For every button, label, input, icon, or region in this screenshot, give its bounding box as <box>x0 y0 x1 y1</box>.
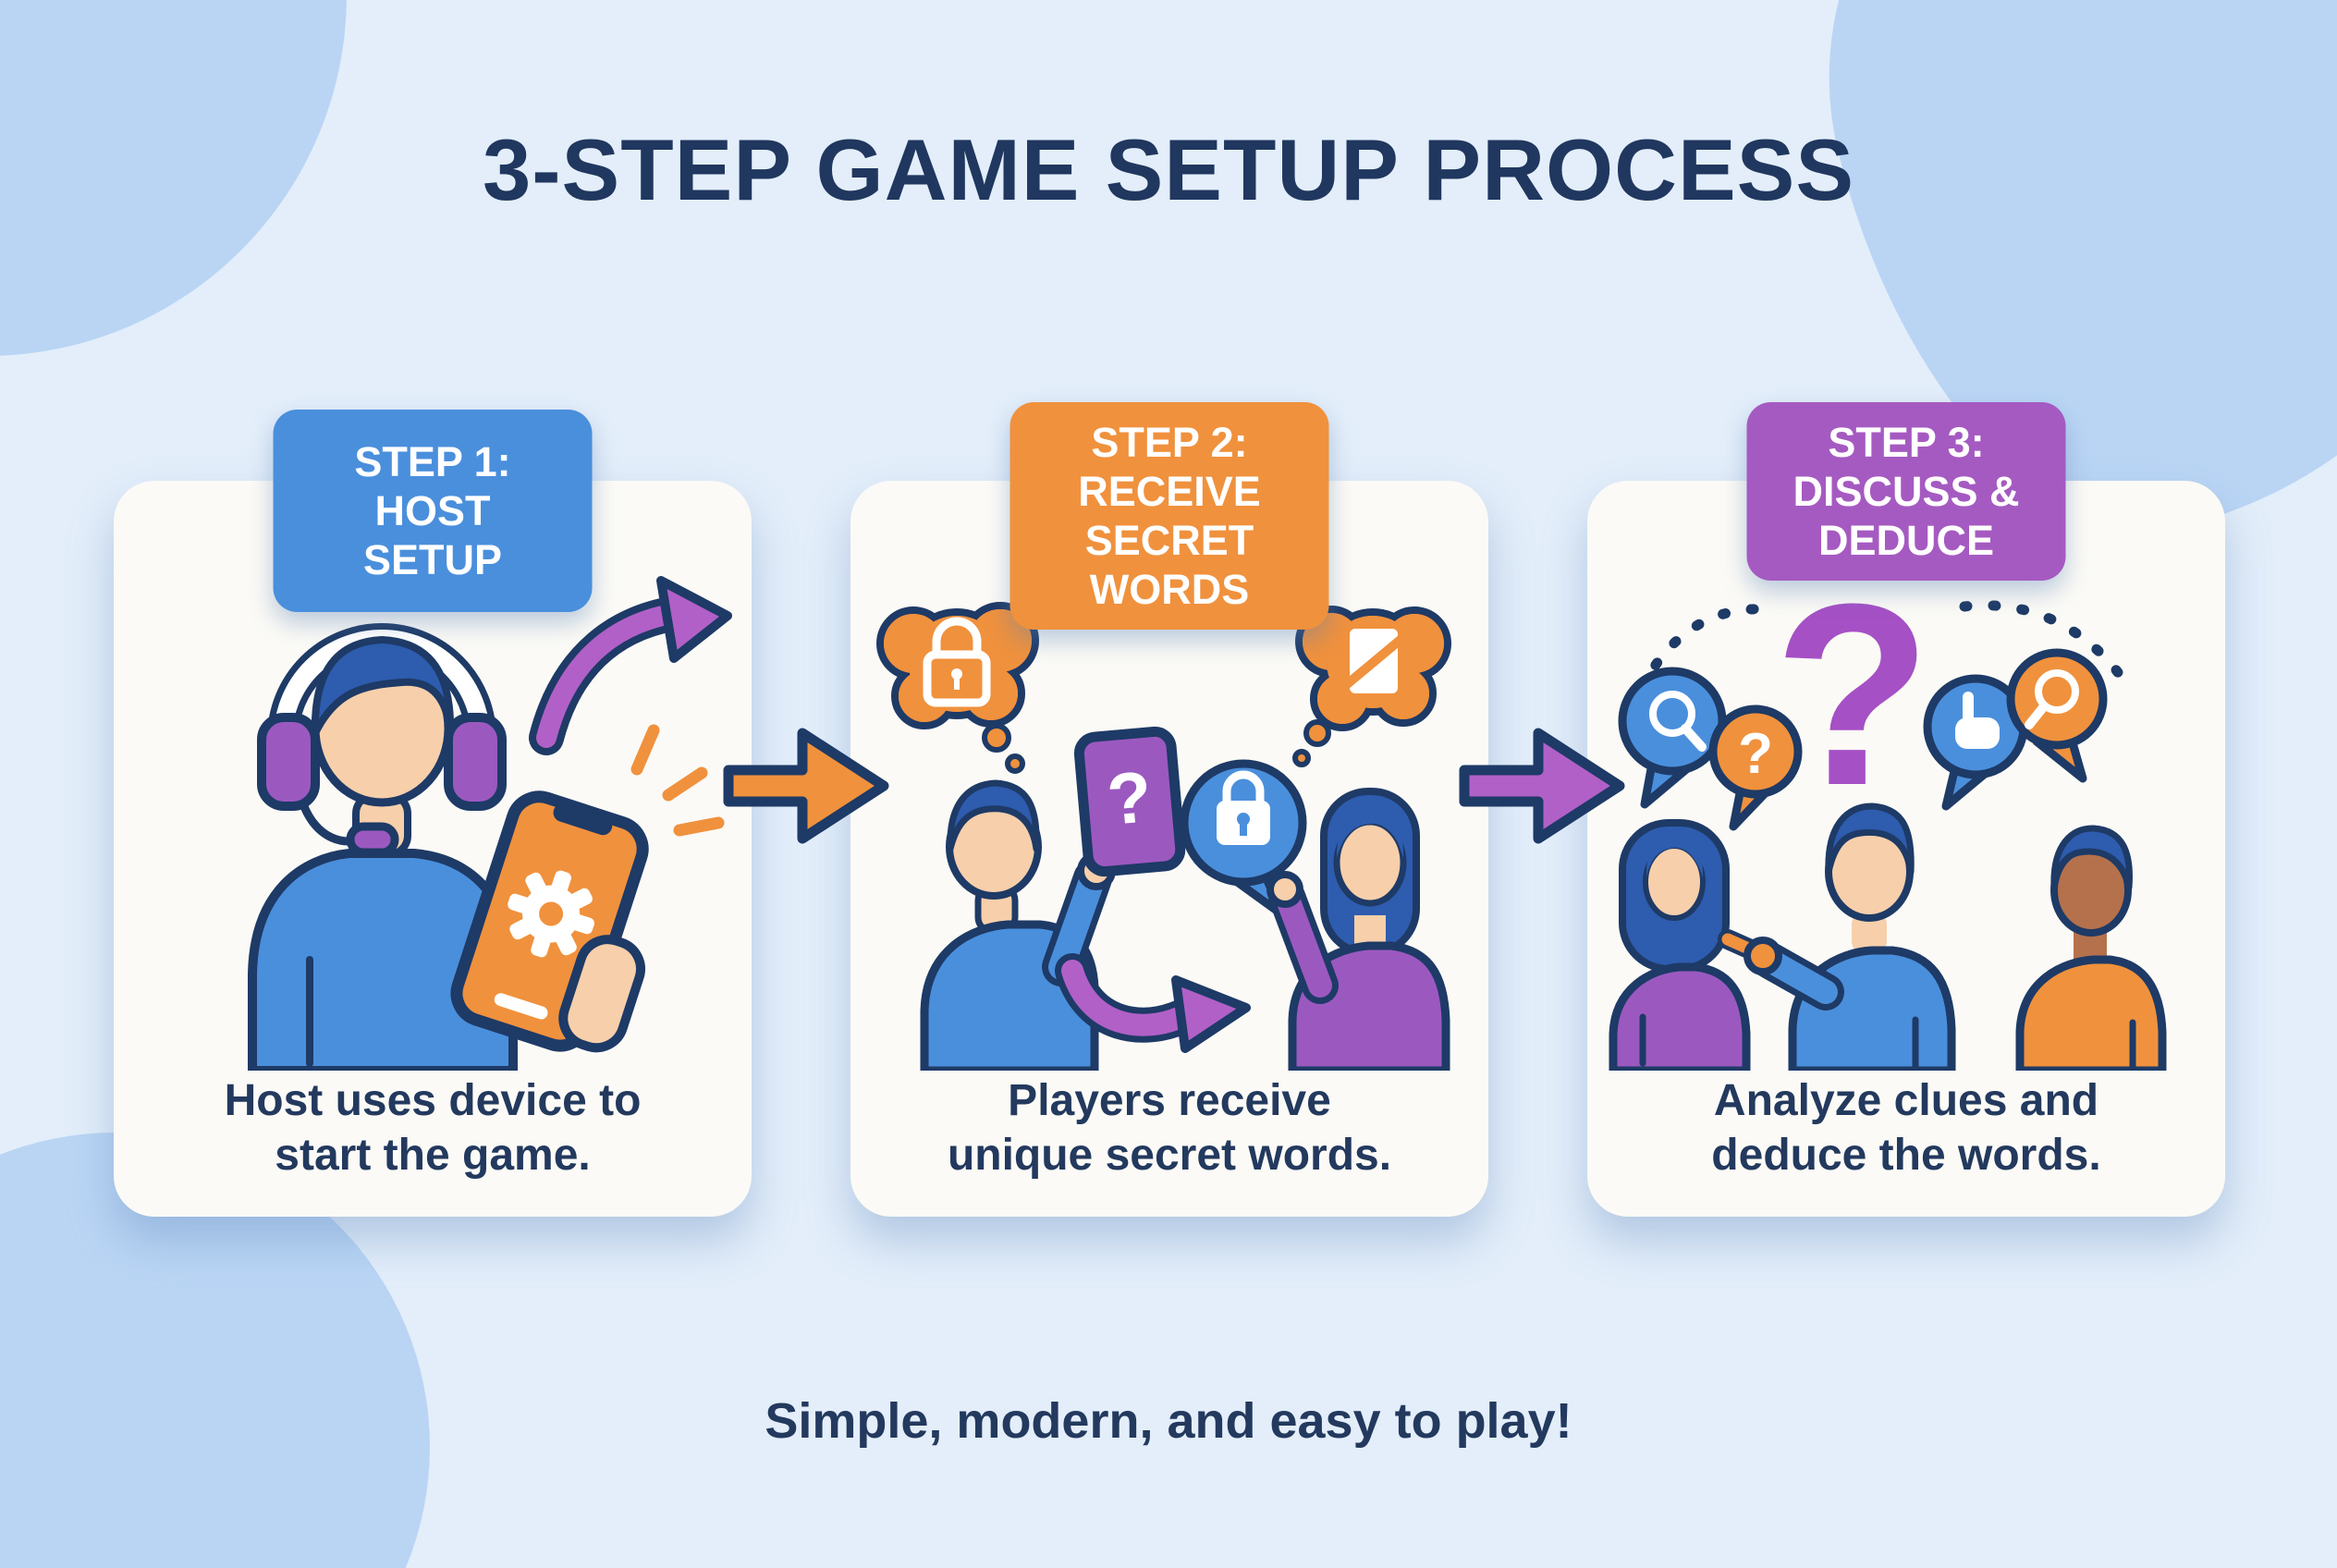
big-question-mark: ? <box>1773 553 1931 839</box>
arrow-step2-to-step3-icon <box>1459 728 1625 844</box>
secret-word-card: ? <box>1073 726 1186 877</box>
step-1-card: STEP 1: HOST SETUP <box>114 410 752 1217</box>
step-2-caption: Players receive unique secret words. <box>947 1075 1392 1181</box>
speech-bubble-hand-icon <box>1923 674 2028 811</box>
step-1-caption: Host uses device to start the game. <box>224 1075 642 1181</box>
step-3-caption: Analyze clues and deduce the words. <box>1711 1075 2101 1181</box>
discussing-player-center <box>1718 802 1956 1071</box>
discussing-player-left <box>1609 819 1751 1071</box>
host-hair <box>311 636 455 737</box>
speech-bubble-magnifier-icon <box>1618 667 1727 809</box>
exchange-arrow-icon <box>1055 953 1251 1053</box>
player-two <box>1266 788 1450 1071</box>
thought-cloud-document-icon <box>1292 606 1451 767</box>
svg-text:?: ? <box>1738 722 1773 786</box>
discussing-player-right <box>2015 825 2167 1071</box>
sparkle-icon <box>630 724 725 837</box>
speech-bubble-question-icon: ? <box>1708 704 1803 831</box>
host-setup-illustration <box>248 576 732 1071</box>
step-3-card: STEP 3: DISCUSS & DEDUCE ? ? <box>1587 402 2225 1217</box>
step-3-badge: STEP 3: DISCUSS & DEDUCE <box>1746 402 2066 582</box>
page-title: 3-STEP GAME SETUP PROCESS <box>482 121 1855 218</box>
thought-cloud-lock-icon <box>876 602 1039 774</box>
gear-icon <box>508 870 594 958</box>
speech-bubble-magnifier-icon <box>2006 648 2108 783</box>
step-1-badge: STEP 1: HOST SETUP <box>273 410 593 613</box>
footer-tagline: Simple, modern, and easy to play! <box>765 1393 1572 1449</box>
headset-earcup-right <box>444 713 507 811</box>
arrow-step1-to-step2-icon <box>723 728 889 844</box>
step-2-card: STEP 2: RECEIVE SECRET WORDS <box>850 402 1488 1217</box>
speech-bubble-lock-icon <box>1180 759 1307 920</box>
discuss-deduce-illustration: ? ? <box>1609 553 2167 1071</box>
question-mark-glyph: ? <box>1104 755 1155 840</box>
player-one <box>920 779 1116 1071</box>
pointing-hand-icon <box>1718 929 1782 975</box>
headset-earcup-left <box>257 713 320 811</box>
phone-icon <box>450 790 649 1053</box>
receive-secret-words-illustration: ? <box>876 602 1451 1071</box>
step-2-badge: STEP 2: RECEIVE SECRET WORDS <box>1009 402 1329 631</box>
curved-arrow-icon <box>529 576 732 755</box>
host-hand <box>558 935 645 1053</box>
dotted-arc <box>1635 600 2131 695</box>
